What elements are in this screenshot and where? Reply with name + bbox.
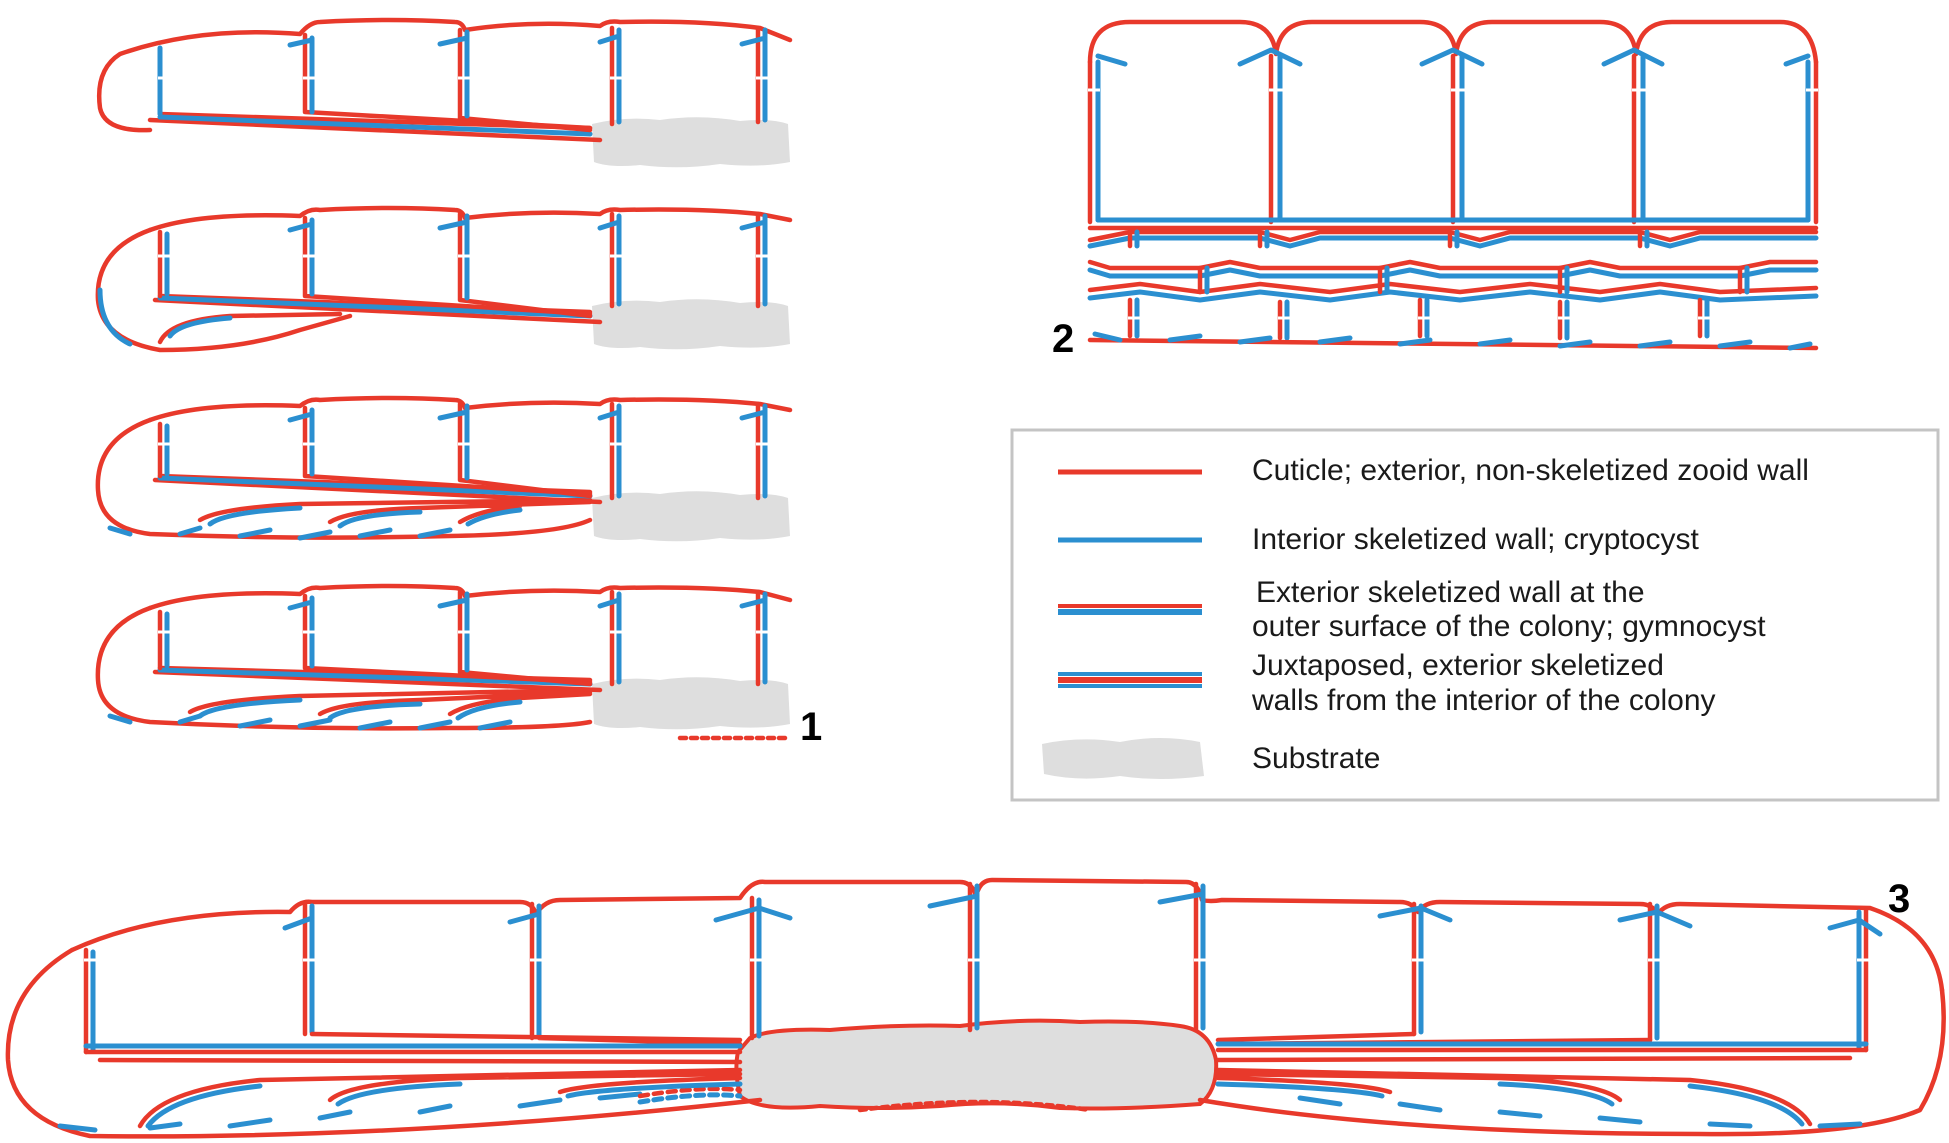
substrate [592, 299, 790, 350]
panel-1-stage-2 [95, 205, 793, 353]
legend: Cuticle; exterior, non-skeletized zooid … [1010, 428, 1940, 802]
panel-3: 3 [5, 877, 1946, 1139]
panel-1: 1 [95, 17, 822, 749]
panel-1-stage-1 [97, 17, 793, 168]
legend-label-interior-skeletized: Interior skeletized wall; cryptocyst [1252, 523, 1699, 556]
legend-label-exterior-skeletized-2: outer surface of the colony; gymnocyst [1252, 610, 1766, 643]
legend-label-exterior-skeletized-1: Exterior skeletized wall at the [1256, 576, 1645, 609]
panel-number-2: 2 [1052, 317, 1074, 361]
legend-label-juxtaposed-2: walls from the interior of the colony [1251, 684, 1716, 717]
substrate [592, 117, 790, 168]
substrate [592, 491, 790, 542]
panel-number-3: 3 [1888, 877, 1910, 921]
legend-item-cuticle: Cuticle; exterior, non-skeletized zooid … [1058, 454, 1809, 487]
cuticle-outline [97, 17, 793, 133]
legend-item-substrate: Substrate [1042, 738, 1380, 779]
legend-label-cuticle: Cuticle; exterior, non-skeletized zooid … [1252, 454, 1809, 487]
panel-number-1: 1 [800, 705, 822, 749]
legend-item-interior-skeletized: Interior skeletized wall; cryptocyst [1058, 523, 1699, 556]
panel-1-stage-3 [95, 395, 793, 542]
legend-item-juxtaposed: Juxtaposed, exterior skeletized walls fr… [1058, 649, 1716, 717]
panel-1-stage-4 [95, 583, 793, 741]
substrate [734, 1018, 1219, 1111]
legend-label-substrate: Substrate [1252, 742, 1380, 775]
legend-item-exterior-skeletized: Exterior skeletized wall at the outer su… [1058, 576, 1766, 643]
panel-2: 2 [1052, 19, 1819, 361]
legend-swatch-substrate [1042, 738, 1204, 779]
legend-label-juxtaposed-1: Juxtaposed, exterior skeletized [1252, 649, 1664, 682]
substrate [592, 677, 790, 730]
